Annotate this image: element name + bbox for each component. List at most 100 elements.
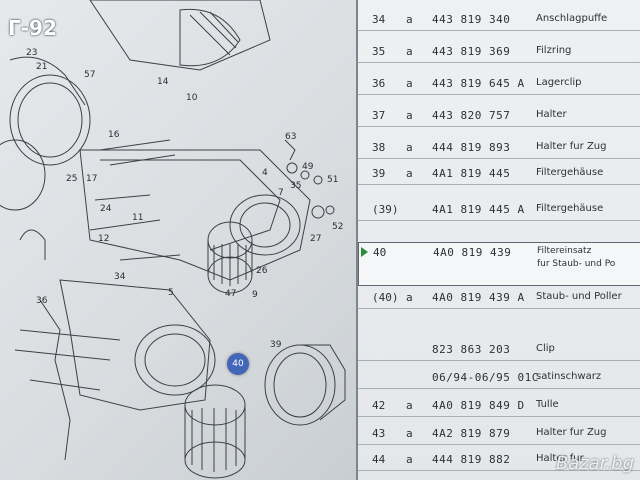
callout-label: 35 <box>290 181 302 191</box>
position-cell: 39 <box>372 167 386 180</box>
position-cell: 34 <box>372 13 386 26</box>
description-cell: Halter fur Zug <box>536 141 607 152</box>
callout-label: 12 <box>98 234 110 244</box>
description-cell: Clip <box>536 343 555 354</box>
callout-label: 47 <box>225 289 237 299</box>
description-cell: Filtereinsatz <box>537 246 592 256</box>
callout-label: 11 <box>132 213 144 223</box>
position-cell: 43 <box>372 427 386 440</box>
table-row[interactable]: 42 a 4A0 819 849 D Tulle <box>358 396 640 417</box>
part-number-cell: 4A0 819 849 D <box>432 399 525 412</box>
callout-label: 7 <box>278 188 284 198</box>
description-cell-line2: fur Staub- und Po <box>537 259 616 269</box>
callout-label: 5 <box>168 288 174 298</box>
callout-label: 39 <box>270 340 282 350</box>
position-cell: (40) <box>372 291 399 304</box>
position-cell: 36 <box>372 77 386 90</box>
table-row-selected[interactable]: 40 4A0 819 439 Filtereinsatz fur Staub- und… <box>358 242 640 286</box>
panel-divider <box>356 0 358 480</box>
callout-label: 51 <box>327 175 339 185</box>
part-number-cell: 443 820 757 <box>432 109 511 122</box>
table-row[interactable]: 35 a 443 819 369 Filzring <box>358 42 640 63</box>
exploded-view-drawing <box>0 0 346 479</box>
parts-diagram: 23 21 57 14 10 16 25 17 24 11 12 34 5 36… <box>0 0 356 480</box>
callout-label: 25 <box>66 174 78 184</box>
callout-label: 16 <box>108 130 120 140</box>
description-cell: satinschwarz <box>536 371 602 382</box>
callout-label: 17 <box>86 174 98 184</box>
position-cell: 44 <box>372 453 386 466</box>
part-number-cell: 4A0 819 439 A <box>432 291 525 304</box>
description-cell: Staub- und Poller <box>536 291 622 302</box>
parts-table: 34 a 443 819 340 Anschlagpuffe 35 a 443 819 36… <box>358 0 640 480</box>
description-cell: Lagerclip <box>536 77 582 88</box>
position-cell: 38 <box>372 141 386 154</box>
table-row[interactable]: 38 a 444 819 893 Halter fur Zug <box>358 138 640 159</box>
position-cell: 40 <box>373 246 387 259</box>
mark-cell: a <box>406 291 413 304</box>
part-number-cell: 823 863 203 <box>432 343 511 356</box>
mark-cell: a <box>406 141 413 154</box>
highlighted-callout-label: 40 <box>232 359 244 369</box>
callout-label: 57 <box>84 70 96 80</box>
part-number-cell: 4A1 819 445 <box>432 167 511 180</box>
description-cell: Halter fur Zug <box>536 427 607 438</box>
description-cell: Halter fur <box>536 453 584 464</box>
part-number-cell: 443 819 369 <box>432 45 511 58</box>
mark-cell: a <box>406 45 413 58</box>
mark-cell: a <box>406 13 413 26</box>
mark-cell: a <box>406 453 413 466</box>
description-cell: Filzring <box>536 45 572 56</box>
watermark-text: Bazar.bg <box>555 453 634 474</box>
mark-cell: a <box>406 399 413 412</box>
callout-label: 26 <box>256 266 268 276</box>
description-cell: Tulle <box>536 399 559 410</box>
mark-cell: a <box>406 167 413 180</box>
callout-label: 10 <box>186 93 198 103</box>
mark-cell: a <box>406 427 413 440</box>
callout-label: 21 <box>36 62 48 72</box>
part-number-cell: 4A1 819 445 A <box>432 203 525 216</box>
part-number-cell: 444 819 882 <box>432 453 511 466</box>
mark-cell: a <box>406 109 413 122</box>
table-row[interactable]: 44 a 444 819 882 Halter fur <box>358 450 640 471</box>
description-cell: Anschlagpuffe <box>536 13 608 24</box>
position-cell: (39) <box>372 203 399 216</box>
description-cell: Filtergehäuse <box>536 167 604 178</box>
table-row[interactable]: (39) 4A1 819 445 A Filtergehäuse <box>358 200 640 221</box>
table-row[interactable]: 34 a 443 819 340 Anschlagpuffe <box>358 10 640 31</box>
overlay-title: Г-92 <box>8 16 57 40</box>
mark-cell: a <box>406 77 413 90</box>
part-number-cell: 06/94-06/95 01C <box>432 371 539 384</box>
callout-label: 14 <box>157 77 169 87</box>
table-row[interactable]: 37 a 443 820 757 Halter <box>358 106 640 127</box>
table-row[interactable]: 39 a 4A1 819 445 Filtergehäuse <box>358 164 640 185</box>
part-number-cell: 4A0 819 439 <box>433 246 512 259</box>
position-cell: 37 <box>372 109 386 122</box>
table-row[interactable]: 36 a 443 819 645 A Lagerclip <box>358 74 640 95</box>
description-cell: Halter <box>536 109 567 120</box>
callout-label: 36 <box>36 296 48 306</box>
description-cell: Filtergehäuse <box>536 203 604 214</box>
callout-label: 63 <box>285 132 297 142</box>
part-number-cell: 4A2 819 879 <box>432 427 511 440</box>
callout-label: 24 <box>100 204 112 214</box>
callout-label: 9 <box>252 290 258 300</box>
table-row[interactable]: (40) a 4A0 819 439 A Staub- und Poller <box>358 288 640 309</box>
position-cell: 35 <box>372 45 386 58</box>
callout-label: 49 <box>302 162 314 172</box>
callout-label: 52 <box>332 222 344 232</box>
position-cell: 42 <box>372 399 386 412</box>
callout-label: 23 <box>26 48 38 58</box>
callout-label: 27 <box>310 234 322 244</box>
callout-label: 4 <box>262 168 268 178</box>
part-number-cell: 444 819 893 <box>432 141 511 154</box>
highlighted-callout-40[interactable]: 40 <box>227 353 249 375</box>
part-number-cell: 443 819 645 A <box>432 77 525 90</box>
table-row[interactable]: 43 a 4A2 819 879 Halter fur Zug <box>358 424 640 445</box>
selection-arrow-icon <box>361 247 368 257</box>
callout-label: 34 <box>114 272 126 282</box>
part-number-cell: 443 819 340 <box>432 13 511 26</box>
table-row[interactable]: 823 863 203 Clip <box>358 340 640 361</box>
